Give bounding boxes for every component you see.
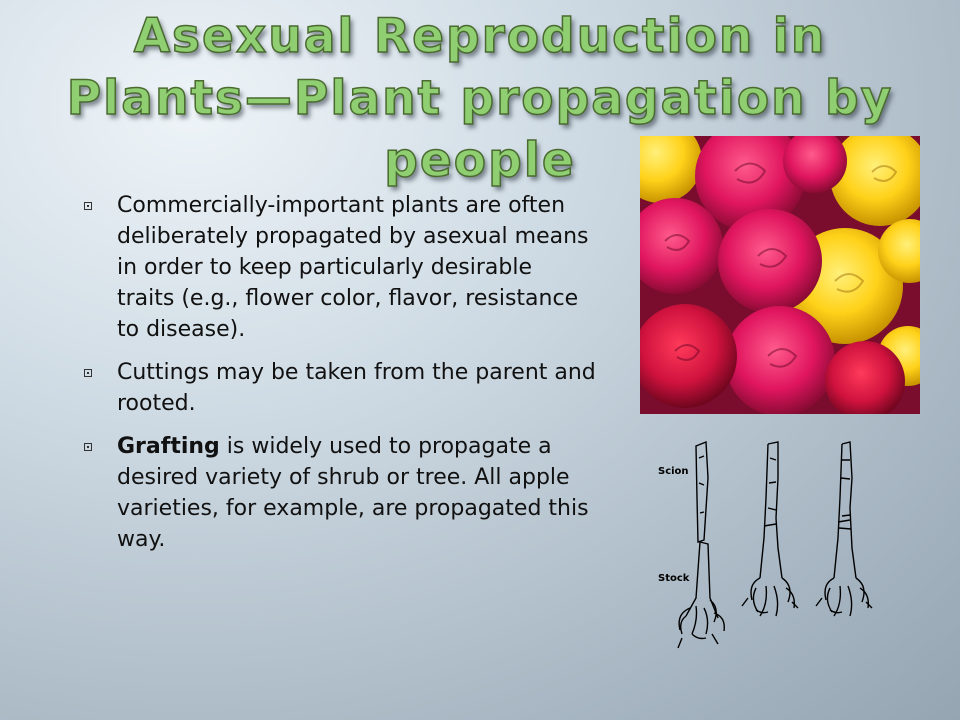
bullet-item: Cuttings may be taken from the parent an… [76,357,596,419]
bullet-list: Commercially-important plants are often … [76,190,596,567]
scion-label: Scion [658,466,689,477]
square-bullet-icon [84,202,92,210]
bullet-item: Grafting is widely used to propagate a d… [76,431,596,555]
bullet-text: Commercially-important plants are often … [117,193,589,342]
grafting-diagram: Scion Stock [652,438,884,670]
bullet-bold-term: Grafting [117,434,220,459]
slide-title: Asexual Reproduction in Plants—Plant pro… [66,8,894,189]
stock-label: Stock [658,573,690,584]
bullet-item: Commercially-important plants are often … [76,190,596,345]
roses-photo [640,136,920,414]
square-bullet-icon [84,443,92,451]
grafting-illustration: Scion Stock [658,440,873,649]
bullet-text: is widely used to propagate a desired va… [117,434,589,552]
bullet-text: Cuttings may be taken from the parent an… [117,360,596,416]
square-bullet-icon [84,369,92,377]
roses-image [640,136,920,414]
